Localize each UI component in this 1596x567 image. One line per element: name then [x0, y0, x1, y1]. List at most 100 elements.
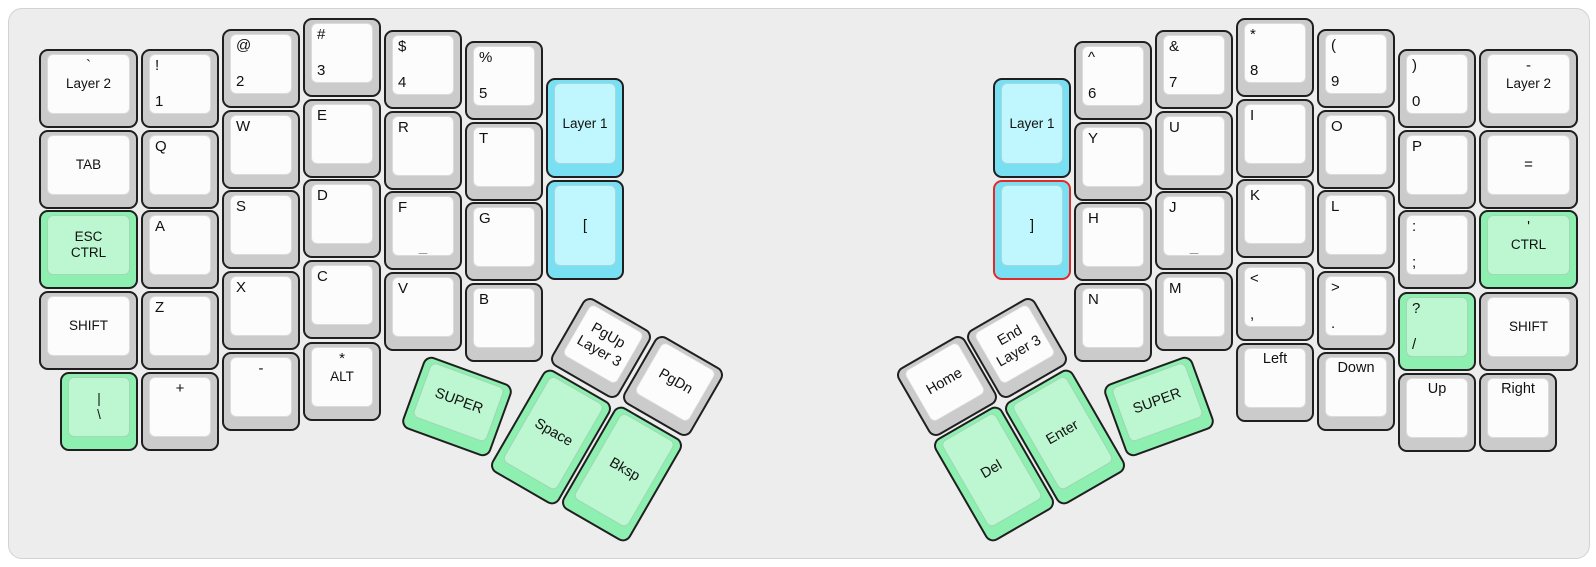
keycap-top: J_	[1163, 196, 1225, 256]
key-equals[interactable]: =	[1479, 130, 1578, 209]
key-super-left[interactable]: SUPER	[399, 354, 515, 459]
keycap-top: Layer 1	[1001, 83, 1063, 164]
key-star-8[interactable]: *8	[1236, 18, 1314, 97]
key-n[interactable]: N	[1074, 283, 1152, 362]
key-tab[interactable]: TAB	[39, 130, 138, 209]
key-label: /	[1412, 336, 1417, 354]
key-label: 6	[1088, 85, 1097, 103]
key-minus-left[interactable]: -	[222, 352, 300, 431]
key-f[interactable]: F_	[384, 191, 462, 270]
key-colon-semicolon[interactable]: :;	[1398, 210, 1476, 289]
key-s[interactable]: S	[222, 190, 300, 269]
key-label: |\	[97, 391, 101, 422]
keycap-top: :;	[1406, 215, 1468, 275]
keycap-top: P	[1406, 135, 1468, 195]
key-at-2[interactable]: @2	[222, 29, 300, 108]
key-dollar-4[interactable]: $4	[384, 30, 462, 109]
key-rshift[interactable]: SHIFT	[1479, 292, 1578, 371]
key-minus-layer2[interactable]: -Layer 2	[1479, 49, 1578, 128]
key-z[interactable]: Z	[141, 291, 219, 370]
key-down[interactable]: Down	[1317, 352, 1395, 431]
key-label: Z	[155, 299, 165, 316]
key-left[interactable]: Left	[1236, 343, 1314, 422]
key-o[interactable]: O	[1317, 110, 1395, 189]
key-p[interactable]: P	[1398, 130, 1476, 209]
key-l[interactable]: L	[1317, 190, 1395, 269]
key-label: N	[1088, 291, 1099, 308]
key-percent-5[interactable]: %5	[465, 41, 543, 120]
key-k[interactable]: K	[1236, 179, 1314, 258]
key-h[interactable]: H	[1074, 202, 1152, 281]
keycap-top: C	[311, 265, 373, 325]
key-pipe-backslash[interactable]: |\	[60, 372, 138, 451]
key-rparen-0[interactable]: )0	[1398, 49, 1476, 128]
keycap-top: SHIFT	[47, 296, 130, 356]
key-super-right[interactable]: SUPER	[1101, 354, 1217, 459]
keycap-top: B	[473, 288, 535, 348]
key-lshift[interactable]: SHIFT	[39, 291, 138, 370]
key-label: X	[236, 279, 247, 296]
key-right[interactable]: Right	[1479, 373, 1557, 452]
key-t[interactable]: T	[465, 122, 543, 201]
key-lt-comma[interactable]: <,	[1236, 262, 1314, 341]
key-y[interactable]: Y	[1074, 122, 1152, 201]
key-u[interactable]: U	[1155, 111, 1233, 190]
key-rbracket[interactable]: ]	[993, 180, 1071, 280]
key-layer1-right[interactable]: Layer 1	[993, 78, 1071, 178]
key-label: &	[1169, 38, 1180, 55]
key-lparen-9[interactable]: (9	[1317, 29, 1395, 108]
keycap-top: -	[230, 357, 292, 417]
key-star-alt[interactable]: *ALT	[303, 342, 381, 421]
key-m[interactable]: M	[1155, 272, 1233, 351]
keycap-top: %5	[473, 46, 535, 106]
keycap-top: Z	[149, 296, 211, 356]
key-grave-layer2[interactable]: `Layer 2	[39, 49, 138, 128]
key-j[interactable]: J_	[1155, 191, 1233, 270]
keycap-top: L	[1325, 195, 1387, 255]
key-caret-6[interactable]: ^6	[1074, 41, 1152, 120]
keycap-top: >.	[1325, 276, 1387, 336]
key-quote-ctrl[interactable]: 'CTRL	[1479, 210, 1578, 289]
key-label: >	[1331, 279, 1340, 296]
key-up[interactable]: Up	[1398, 373, 1476, 452]
key-exclam-1[interactable]: !1	[141, 49, 219, 128]
key-amp-7[interactable]: &7	[1155, 30, 1233, 109]
keycap-top: [	[554, 185, 616, 266]
key-gt-period[interactable]: >.	[1317, 271, 1395, 350]
key-label: A	[155, 218, 166, 235]
key-w[interactable]: W	[222, 110, 300, 189]
key-plus[interactable]: +	[141, 372, 219, 451]
key-label: Home	[923, 365, 966, 399]
key-d[interactable]: D	[303, 179, 381, 258]
key-r[interactable]: R	[384, 111, 462, 190]
keycap-top: SHIFT	[1487, 297, 1570, 357]
key-b[interactable]: B	[465, 283, 543, 362]
key-i[interactable]: I	[1236, 99, 1314, 178]
key-x[interactable]: X	[222, 271, 300, 350]
key-lbracket[interactable]: [	[546, 180, 624, 280]
key-a[interactable]: A	[141, 210, 219, 289]
key-g[interactable]: G	[465, 202, 543, 281]
key-label: Down	[1337, 360, 1375, 376]
keycap-top: #3	[311, 23, 373, 83]
key-label: ,	[1250, 306, 1255, 324]
key-label: B	[479, 291, 490, 308]
key-label: I	[1250, 107, 1255, 124]
keycap-top: !1	[149, 54, 211, 114]
keycap-top: (9	[1325, 34, 1387, 94]
key-hash-3[interactable]: #3	[303, 18, 381, 97]
key-q[interactable]: Q	[141, 130, 219, 209]
keycap-top: *8	[1244, 23, 1306, 83]
key-e[interactable]: E	[303, 99, 381, 178]
key-label: [	[582, 216, 588, 234]
key-v[interactable]: V	[384, 272, 462, 351]
key-question-slash[interactable]: ?/	[1398, 292, 1476, 371]
key-c[interactable]: C	[303, 260, 381, 339]
keycap-top: Y	[1082, 127, 1144, 187]
keycap-top: Left	[1244, 348, 1306, 408]
key-layer1-left[interactable]: Layer 1	[546, 78, 624, 178]
key-label: 2	[236, 73, 245, 91]
